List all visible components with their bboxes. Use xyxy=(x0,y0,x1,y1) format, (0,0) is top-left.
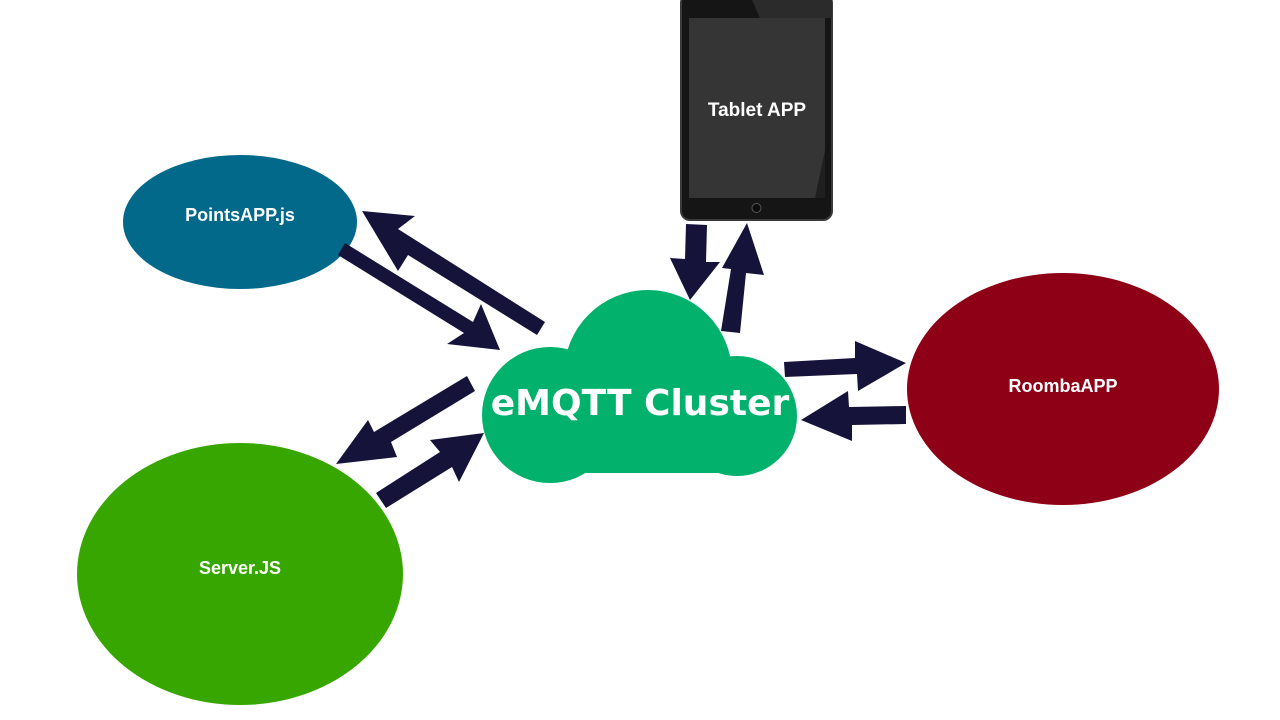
roomba-node: RoombaAPP xyxy=(907,273,1219,505)
arrow-roomba-to-cloud xyxy=(801,391,906,441)
cloud-shape xyxy=(482,290,797,483)
server-label: Server.JS xyxy=(199,558,281,578)
roomba-ellipse xyxy=(907,273,1219,505)
points-node: PointsAPP.js xyxy=(123,155,357,289)
arrow-tablet-to-cloud xyxy=(670,224,720,300)
arrow-cloud-to-points xyxy=(362,211,545,335)
tablet-home-button xyxy=(751,203,762,213)
points-label: PointsAPP.js xyxy=(185,205,295,225)
cloud-node: eMQTT Cluster xyxy=(482,290,797,483)
tablet-node: Tablet APP xyxy=(680,0,833,221)
arrow-server-to-cloud xyxy=(376,433,484,508)
arrows xyxy=(336,211,906,508)
roomba-label: RoombaAPP xyxy=(1008,376,1117,396)
arrow-cloud-to-roomba xyxy=(784,341,906,391)
points-ellipse xyxy=(123,155,357,289)
cloud-label: eMQTT Cluster xyxy=(491,383,790,424)
arrow-cloud-to-tablet xyxy=(721,223,764,333)
tablet-label: Tablet APP xyxy=(708,100,807,121)
tablet-screen-glare xyxy=(815,150,825,198)
tablet-top-highlight xyxy=(752,0,832,18)
server-node: Server.JS xyxy=(77,443,403,705)
server-ellipse xyxy=(77,443,403,705)
arrow-cloud-to-server xyxy=(336,376,475,464)
tablet-screen xyxy=(689,18,825,198)
arrow-points-to-cloud xyxy=(338,243,500,350)
